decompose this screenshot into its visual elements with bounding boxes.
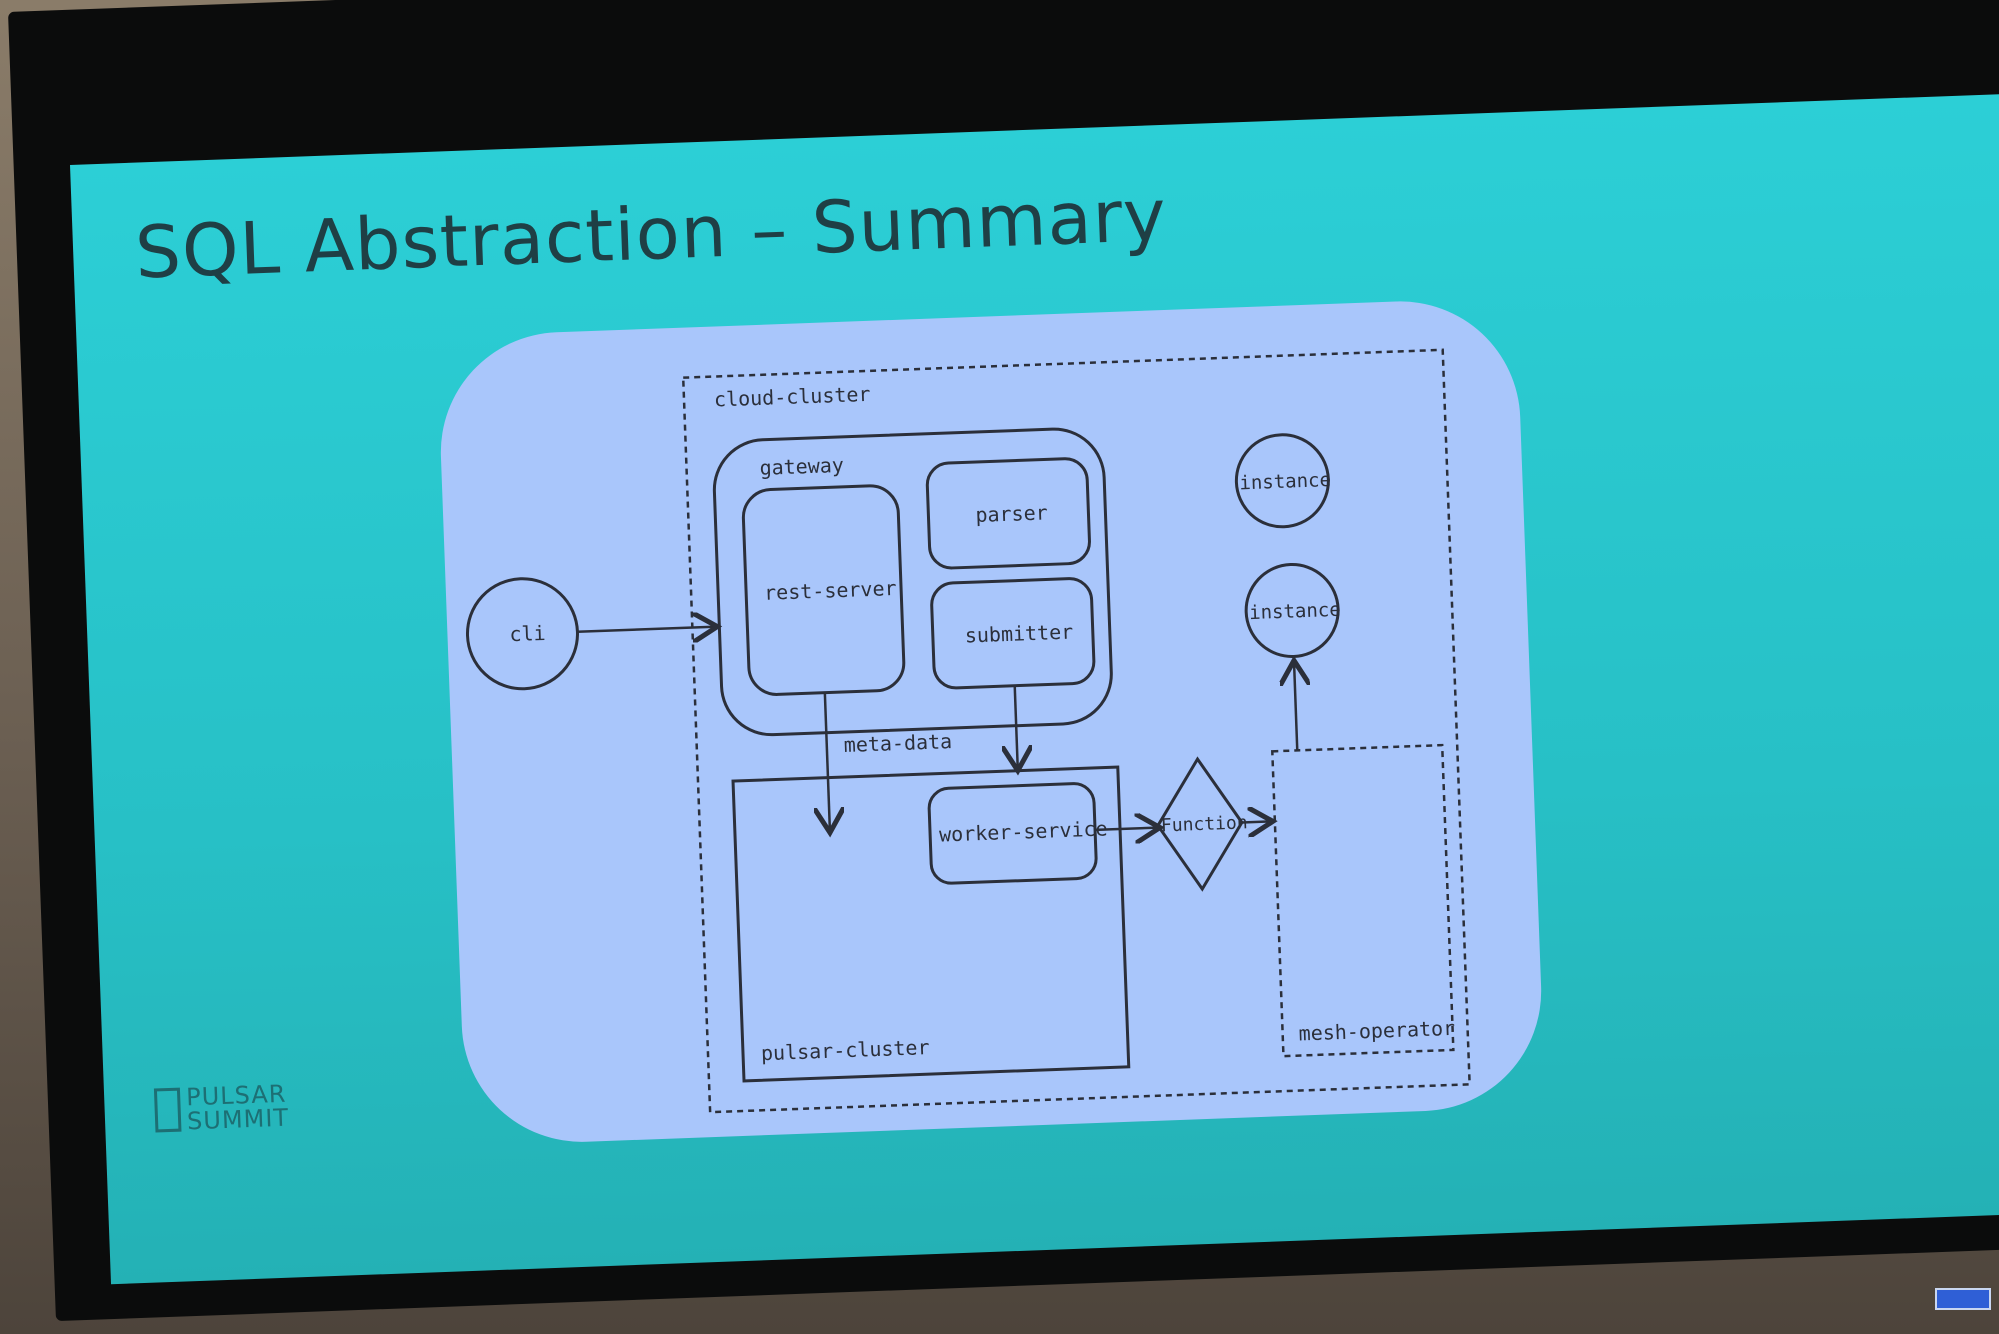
rest-server-box (741, 484, 906, 696)
logo-line-2: SUMMIT (186, 1103, 290, 1136)
worker-service-label: worker-service (939, 816, 1108, 846)
mesh-to-instance-arrow (1294, 660, 1297, 751)
pulsar-summit-logo: PULSAR SUMMIT (153, 1078, 290, 1143)
function-node (1156, 756, 1244, 892)
pulsar-logo-icon (153, 1087, 182, 1133)
pulsar-cluster-box (731, 765, 1131, 1083)
submitter-to-worker-arrow (1015, 685, 1018, 771)
cloud-cluster-label: cloud-cluster (714, 382, 871, 412)
rest-server-label: rest-server (764, 576, 897, 605)
projected-slide: SQL Abstraction – Summary cloud-cluster … (70, 92, 1999, 1285)
instance-node-1 (1234, 433, 1330, 529)
cli-label: cli (509, 621, 546, 646)
architecture-diagram: cloud-cluster cli gateway rest-server pa… (465, 348, 1471, 1114)
function-to-mesh-arrow (1241, 821, 1273, 822)
mesh-operator-box (1270, 743, 1455, 1058)
function-label: Function (1161, 812, 1248, 836)
display-badge (1935, 1288, 1991, 1310)
mesh-operator-label: mesh-operator (1298, 1016, 1455, 1046)
meta-data-label: meta-data (843, 729, 952, 757)
diagram-panel: cloud-cluster cli gateway rest-server pa… (436, 297, 1546, 1147)
slide-title: SQL Abstraction – Summary (133, 172, 1169, 295)
cloud-cluster-boundary (681, 348, 1471, 1114)
parser-label: parser (975, 500, 1048, 527)
instance-node-2 (1244, 563, 1340, 659)
submitter-label: submitter (964, 620, 1073, 648)
cli-to-gateway-arrow (577, 627, 717, 632)
instance-label-2: instance (1249, 599, 1341, 624)
instance-label-1: instance (1239, 469, 1331, 494)
pulsar-cluster-label: pulsar-cluster (761, 1035, 930, 1065)
worker-service-box (927, 782, 1098, 885)
worker-to-function-arrow (1095, 828, 1160, 830)
meta-data-arrow (825, 692, 830, 833)
gateway-label: gateway (759, 453, 844, 480)
gateway-box (712, 427, 1113, 737)
parser-box (925, 457, 1091, 570)
